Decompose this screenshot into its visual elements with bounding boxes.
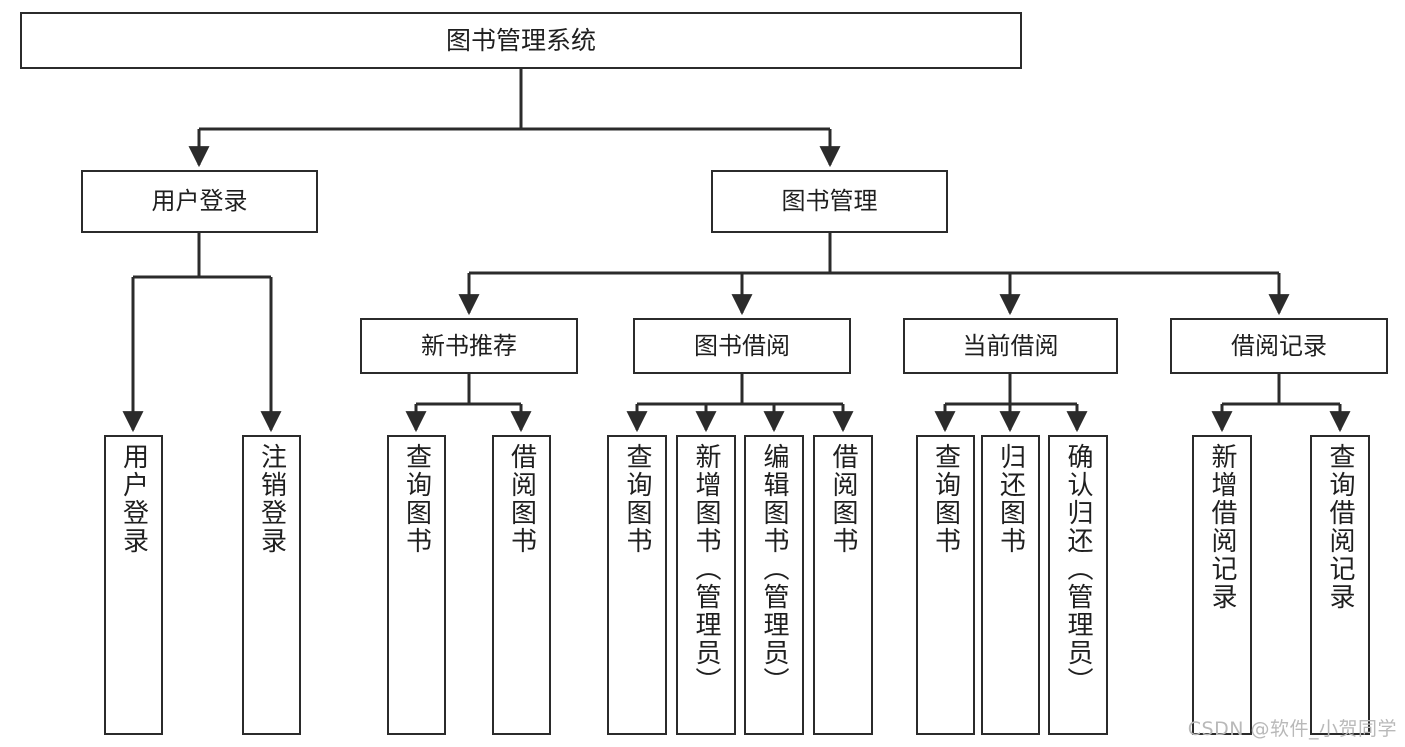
node-leaf-add-record[interactable]: 新增借阅记录 xyxy=(1192,435,1252,735)
node-leaf-edit-book[interactable]: 编辑图书（管理员） xyxy=(744,435,804,735)
node-leaf-add-book[interactable]: 新增图书（管理员） xyxy=(676,435,736,735)
node-leaf-query-record-label: 查询借阅记录 xyxy=(1325,443,1355,611)
node-leaf-return-book-label: 归还图书 xyxy=(995,443,1026,555)
node-leaf-logout-label: 注销登录 xyxy=(256,443,287,555)
node-leaf-user-login[interactable]: 用户登录 xyxy=(104,435,163,735)
node-borrow-record-label: 借阅记录 xyxy=(1231,331,1327,360)
node-user-login[interactable]: 用户登录 xyxy=(81,170,318,233)
node-user-login-label: 用户登录 xyxy=(151,187,248,216)
node-current-borrow-label: 当前借阅 xyxy=(962,331,1059,360)
node-book-borrow-label: 图书借阅 xyxy=(694,331,790,360)
node-leaf-query-book-1[interactable]: 查询图书 xyxy=(387,435,446,735)
node-book-management-label: 图书管理 xyxy=(781,187,878,216)
node-leaf-query-book-2-label: 查询图书 xyxy=(622,443,652,555)
watermark: CSDN @软件_小贺同学 xyxy=(1187,718,1397,740)
node-leaf-query-record[interactable]: 查询借阅记录 xyxy=(1310,435,1370,735)
node-new-book-recommend-label: 新书推荐 xyxy=(421,331,517,360)
node-leaf-confirm-return-label: 确认归还（管理员） xyxy=(1063,443,1093,695)
node-leaf-user-login-label: 用户登录 xyxy=(118,443,149,555)
node-leaf-borrow-book-2-label: 借阅图书 xyxy=(828,443,858,555)
node-leaf-query-book-3[interactable]: 查询图书 xyxy=(916,435,975,735)
node-leaf-confirm-return[interactable]: 确认归还（管理员） xyxy=(1048,435,1108,735)
node-leaf-add-record-label: 新增借阅记录 xyxy=(1207,443,1237,611)
node-leaf-return-book[interactable]: 归还图书 xyxy=(981,435,1040,735)
node-root-label: 图书管理系统 xyxy=(445,25,596,55)
node-leaf-query-book-2[interactable]: 查询图书 xyxy=(607,435,667,735)
node-leaf-query-book-3-label: 查询图书 xyxy=(930,443,961,555)
node-borrow-record[interactable]: 借阅记录 xyxy=(1170,318,1388,374)
node-book-management[interactable]: 图书管理 xyxy=(711,170,948,233)
node-new-book-recommend[interactable]: 新书推荐 xyxy=(360,318,578,374)
node-leaf-borrow-book-1-label: 借阅图书 xyxy=(506,443,537,555)
node-leaf-logout[interactable]: 注销登录 xyxy=(242,435,301,735)
node-book-borrow[interactable]: 图书借阅 xyxy=(633,318,851,374)
node-root[interactable]: 图书管理系统 xyxy=(20,12,1022,69)
node-leaf-borrow-book-1[interactable]: 借阅图书 xyxy=(492,435,551,735)
node-current-borrow[interactable]: 当前借阅 xyxy=(903,318,1118,374)
node-leaf-edit-book-label: 编辑图书（管理员） xyxy=(759,443,789,695)
node-leaf-add-book-label: 新增图书（管理员） xyxy=(691,443,721,695)
node-leaf-borrow-book-2[interactable]: 借阅图书 xyxy=(813,435,873,735)
node-leaf-query-book-1-label: 查询图书 xyxy=(401,443,432,555)
